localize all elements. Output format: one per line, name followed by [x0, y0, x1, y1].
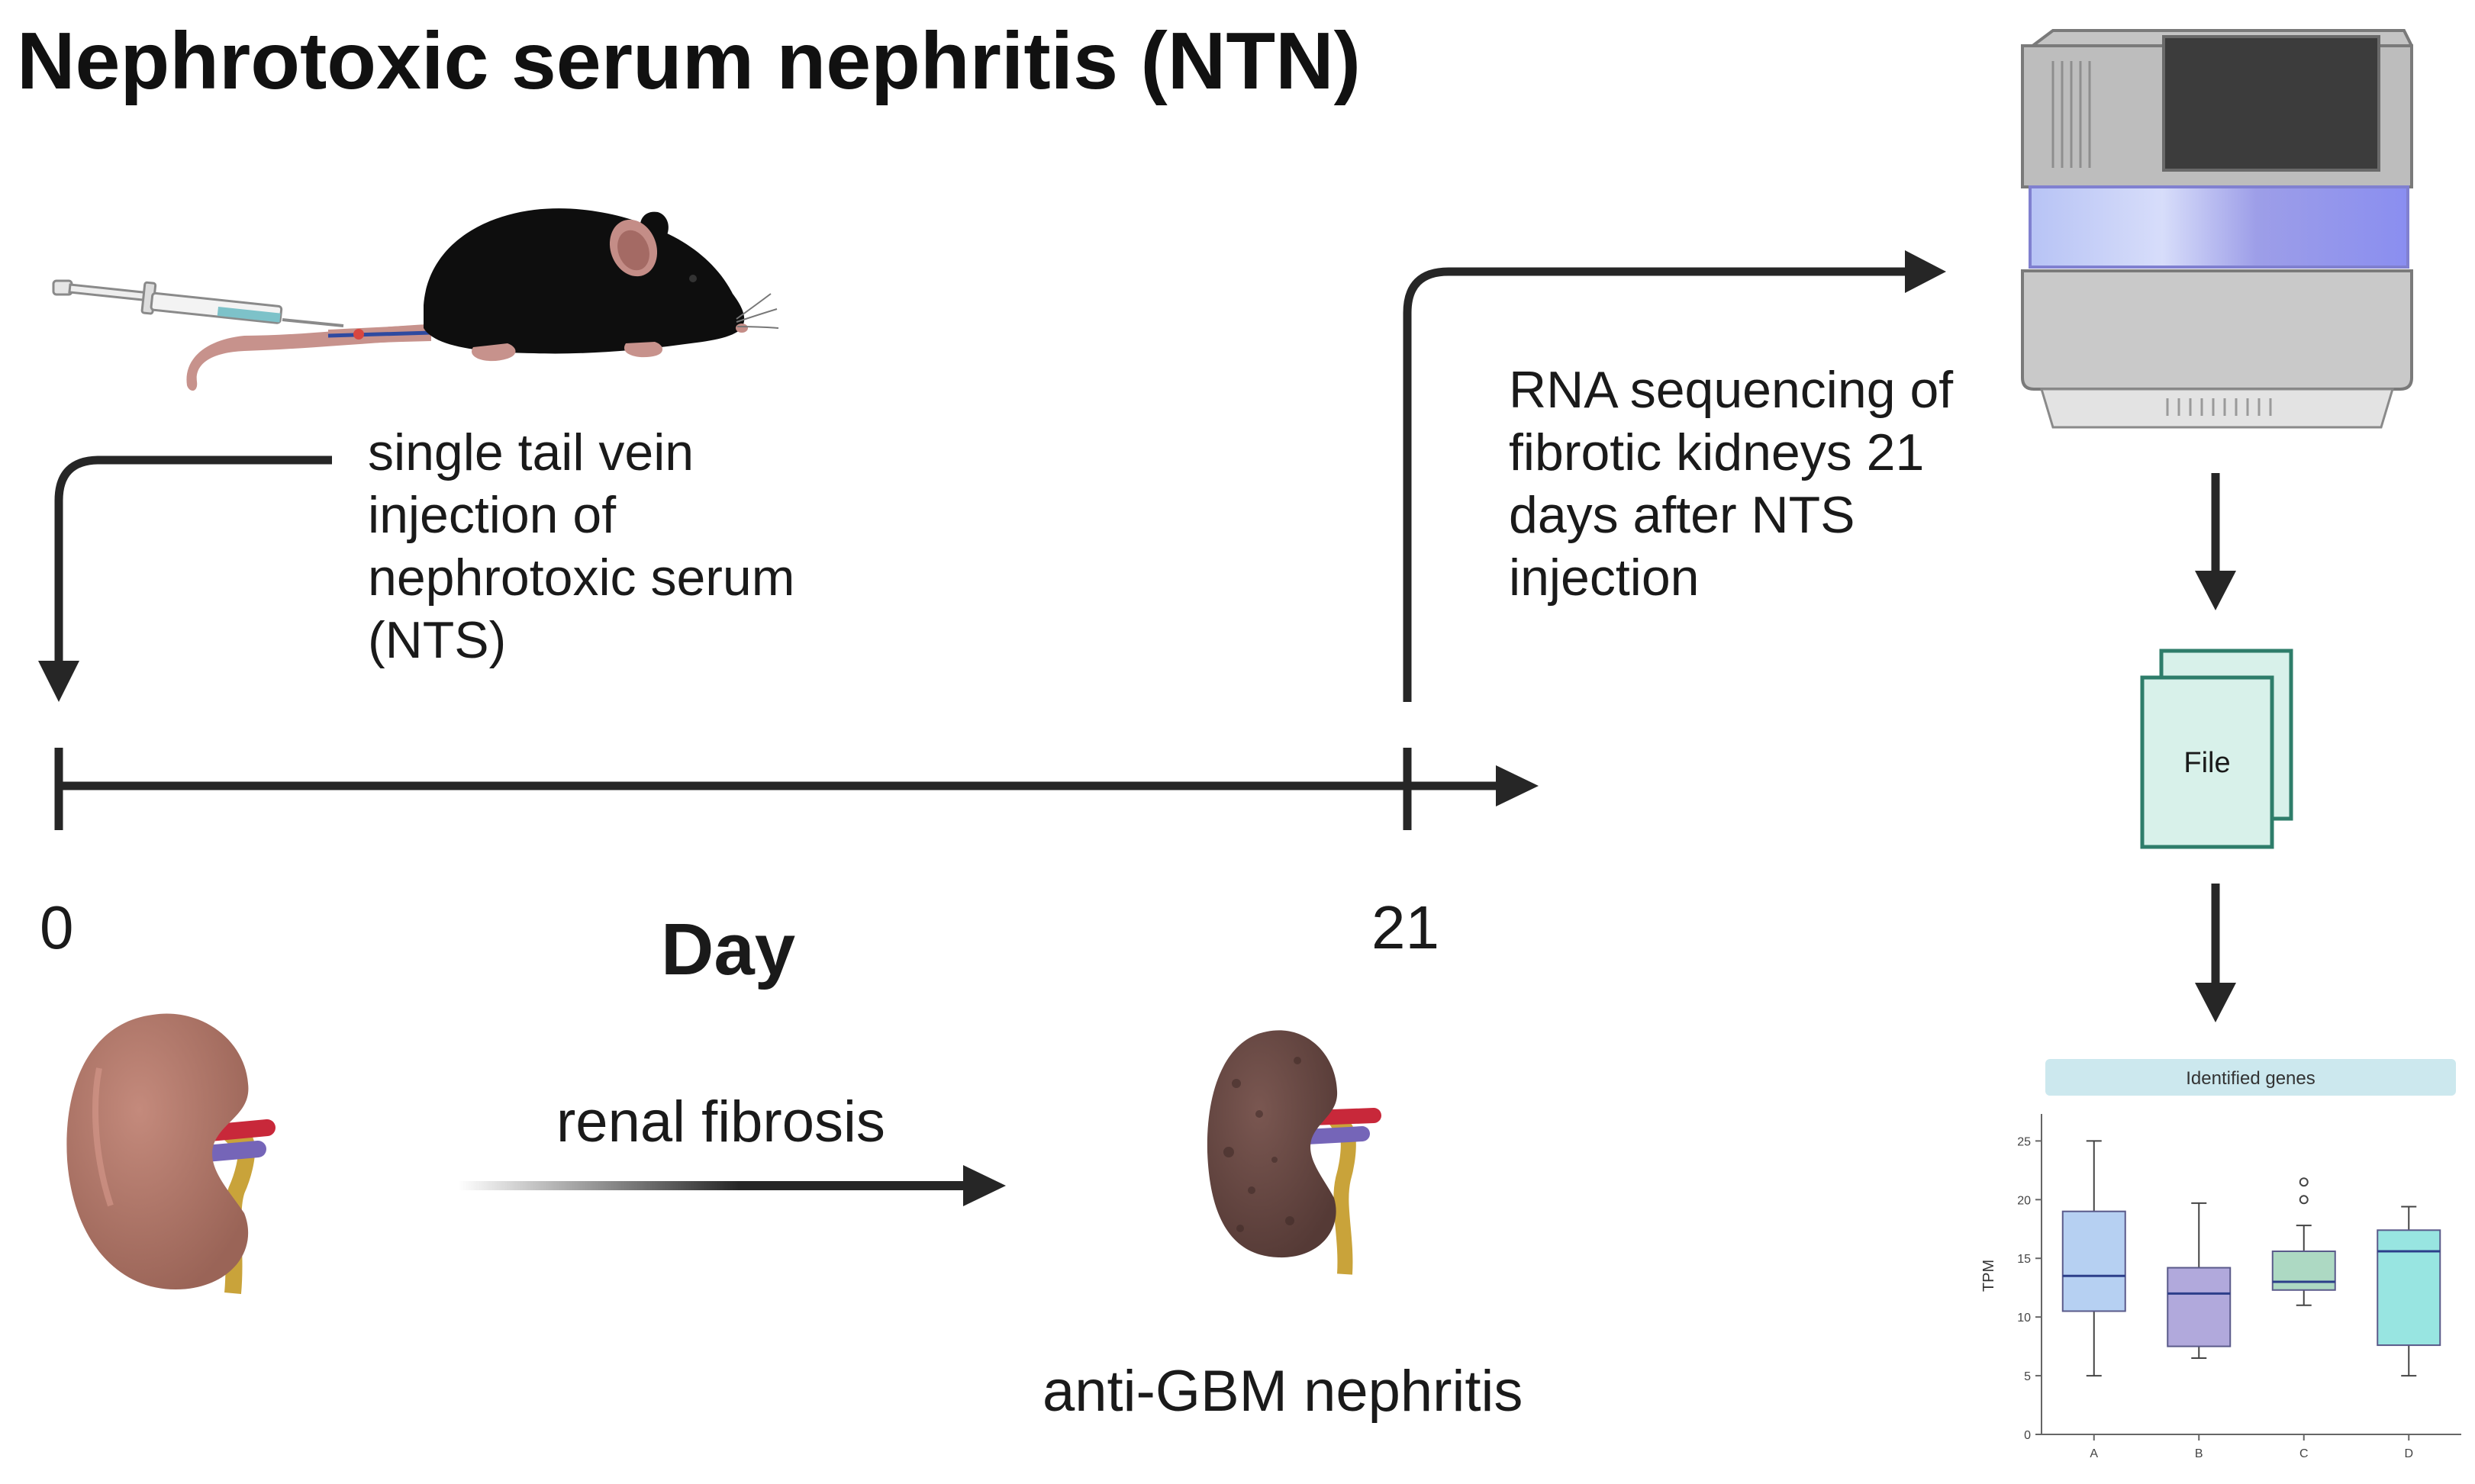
y-tick-label: 15 — [2017, 1253, 2031, 1266]
file-label: File — [2183, 747, 2230, 779]
y-tick-label: 0 — [2024, 1429, 2031, 1442]
page-title: Nephrotoxic serum nephritis (NTN) — [17, 16, 1361, 106]
workflow-arrow-1 — [2195, 473, 2236, 610]
sequencer-icon — [2021, 29, 2413, 429]
fibrotic-kidney-icon — [1207, 1030, 1381, 1275]
y-tick-label: 25 — [2017, 1135, 2031, 1148]
box-B: B — [2167, 1202, 2232, 1460]
box-iqr — [2271, 1251, 2336, 1291]
chart-title-banner — [2045, 1059, 2456, 1096]
y-tick-label: 5 — [2024, 1370, 2031, 1383]
healthy-kidney-icon — [66, 1013, 276, 1294]
workflow-arrow-2 — [2195, 884, 2236, 1022]
outcome-label: anti-GBM nephritis — [1043, 1359, 1523, 1424]
box-plot-chart: Identified genes TPM 0 5 10 15 20 25 A B C D — [1980, 1059, 2461, 1460]
y-axis-label: TPM — [1980, 1260, 1997, 1292]
timeline-arrowhead — [1496, 765, 1539, 806]
box-A: A — [2061, 1140, 2126, 1460]
syringe-icon — [52, 279, 344, 327]
tick-label-day-0: 0 — [40, 893, 74, 961]
sequencing-arrow — [1403, 250, 1946, 702]
outlier-point — [2299, 1177, 2309, 1187]
tick-label-day-21: 21 — [1371, 893, 1439, 961]
x-tick-label: C — [2299, 1447, 2309, 1460]
y-tick-label: 10 — [2017, 1312, 2031, 1325]
fibrosis-label: renal fibrosis — [556, 1090, 885, 1154]
box-C: C — [2271, 1177, 2336, 1460]
chart-title: Identified genes — [2186, 1068, 2315, 1089]
x-tick-label: B — [2195, 1447, 2203, 1460]
fibrosis-arrow — [458, 1165, 1006, 1206]
timeline-axis-label: Day — [661, 909, 796, 990]
sequencing-note: RNA sequencing of fibrotic kidneys 21 da… — [1509, 361, 1954, 607]
box-iqr — [2377, 1229, 2441, 1347]
box-iqr — [2167, 1267, 2232, 1347]
injection-note: single tail vein injection of nephrotoxi… — [368, 423, 795, 669]
x-tick-label: D — [2404, 1447, 2413, 1460]
y-tick-label: 20 — [2017, 1194, 2031, 1207]
x-tick-label: A — [2090, 1447, 2098, 1460]
mouse-icon — [186, 208, 779, 391]
box-iqr — [2061, 1210, 2126, 1312]
outlier-point — [2299, 1195, 2309, 1205]
file-icon: File — [2140, 649, 2293, 849]
injection-arrow — [38, 456, 332, 702]
box-D: D — [2377, 1206, 2441, 1460]
timeline — [54, 748, 1539, 830]
